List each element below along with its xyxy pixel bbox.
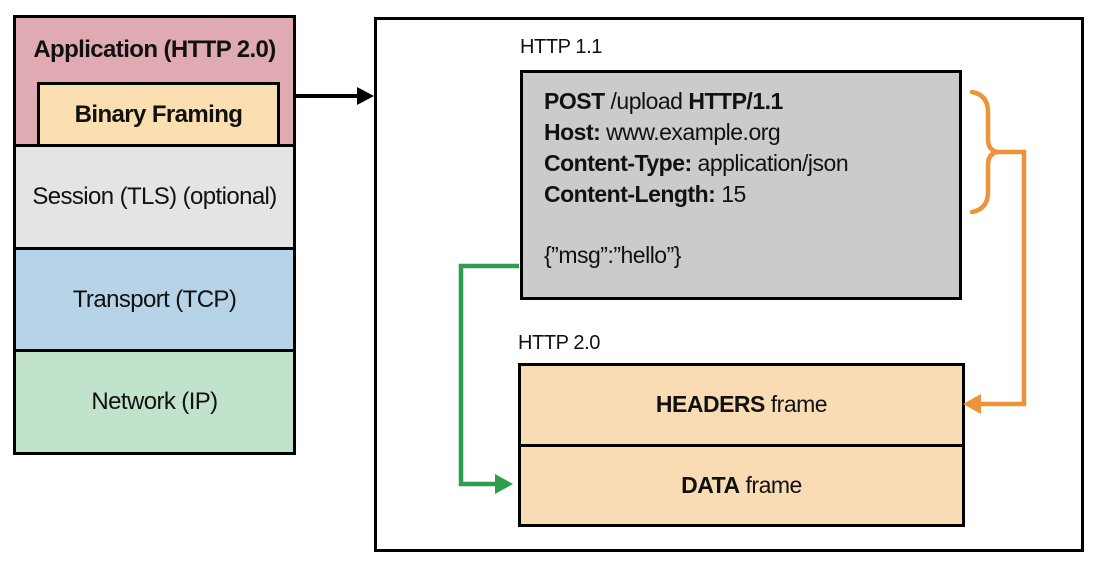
request-line-host: Host: www.example.org bbox=[544, 117, 949, 148]
layer-session: Session (TLS) (optional) bbox=[16, 147, 293, 250]
http2-frames-box: HEADERS frame DATA frame bbox=[518, 363, 965, 527]
layer-transport: Transport (TCP) bbox=[16, 250, 293, 352]
data-frame-label-rest: frame bbox=[739, 471, 803, 498]
request-body-json: {”msg”:”hello”} bbox=[544, 242, 681, 268]
binary-framing-arrowhead-icon bbox=[357, 87, 374, 105]
data-frame-label-bold: DATA bbox=[681, 471, 740, 498]
header-host-key: Host: bbox=[544, 119, 601, 145]
header-content-type-key: Content-Type: bbox=[544, 150, 692, 176]
binary-framing-box: Binary Framing bbox=[37, 82, 280, 147]
header-host-value: www.example.org bbox=[600, 119, 781, 145]
layer-application: Application (HTTP 2.0) Binary Framing bbox=[16, 18, 293, 147]
headers-frame-label-rest: frame bbox=[764, 391, 828, 418]
header-content-length-value: 15 bbox=[715, 181, 746, 207]
http20-label: HTTP 2.0 bbox=[518, 332, 601, 354]
request-line-content-type: Content-Type: application/json bbox=[544, 148, 949, 179]
headers-frame: HEADERS frame bbox=[521, 366, 962, 447]
protocol-stack: Application (HTTP 2.0) Binary Framing Se… bbox=[13, 15, 296, 455]
header-content-type-value: application/json bbox=[691, 150, 849, 176]
binary-framing-label: Binary Framing bbox=[74, 100, 243, 128]
request-version: HTTP/1.1 bbox=[688, 88, 783, 114]
headers-frame-label-bold: HEADERS bbox=[655, 391, 765, 418]
request-line-content-length: Content-Length: 15 bbox=[544, 179, 949, 210]
layer-network: Network (IP) bbox=[16, 352, 293, 452]
request-path: /upload bbox=[604, 88, 689, 114]
http11-label: HTTP 1.1 bbox=[520, 36, 603, 58]
framing-panel: HTTP 1.1 POST /upload HTTP/1.1 Host: www… bbox=[374, 17, 1084, 552]
data-frame: DATA frame bbox=[521, 447, 962, 525]
request-line-start: POST /upload HTTP/1.1 bbox=[544, 86, 949, 117]
http11-request-box: POST /upload HTTP/1.1 Host: www.example.… bbox=[520, 70, 962, 300]
header-content-length-key: Content-Length: bbox=[544, 181, 716, 207]
layer-network-label: Network (IP) bbox=[91, 388, 218, 415]
layer-session-label: Session (TLS) (optional) bbox=[32, 183, 277, 210]
layer-transport-label: Transport (TCP) bbox=[72, 285, 237, 313]
request-method: POST bbox=[544, 88, 605, 114]
layer-application-label: Application (HTTP 2.0) bbox=[33, 36, 276, 63]
